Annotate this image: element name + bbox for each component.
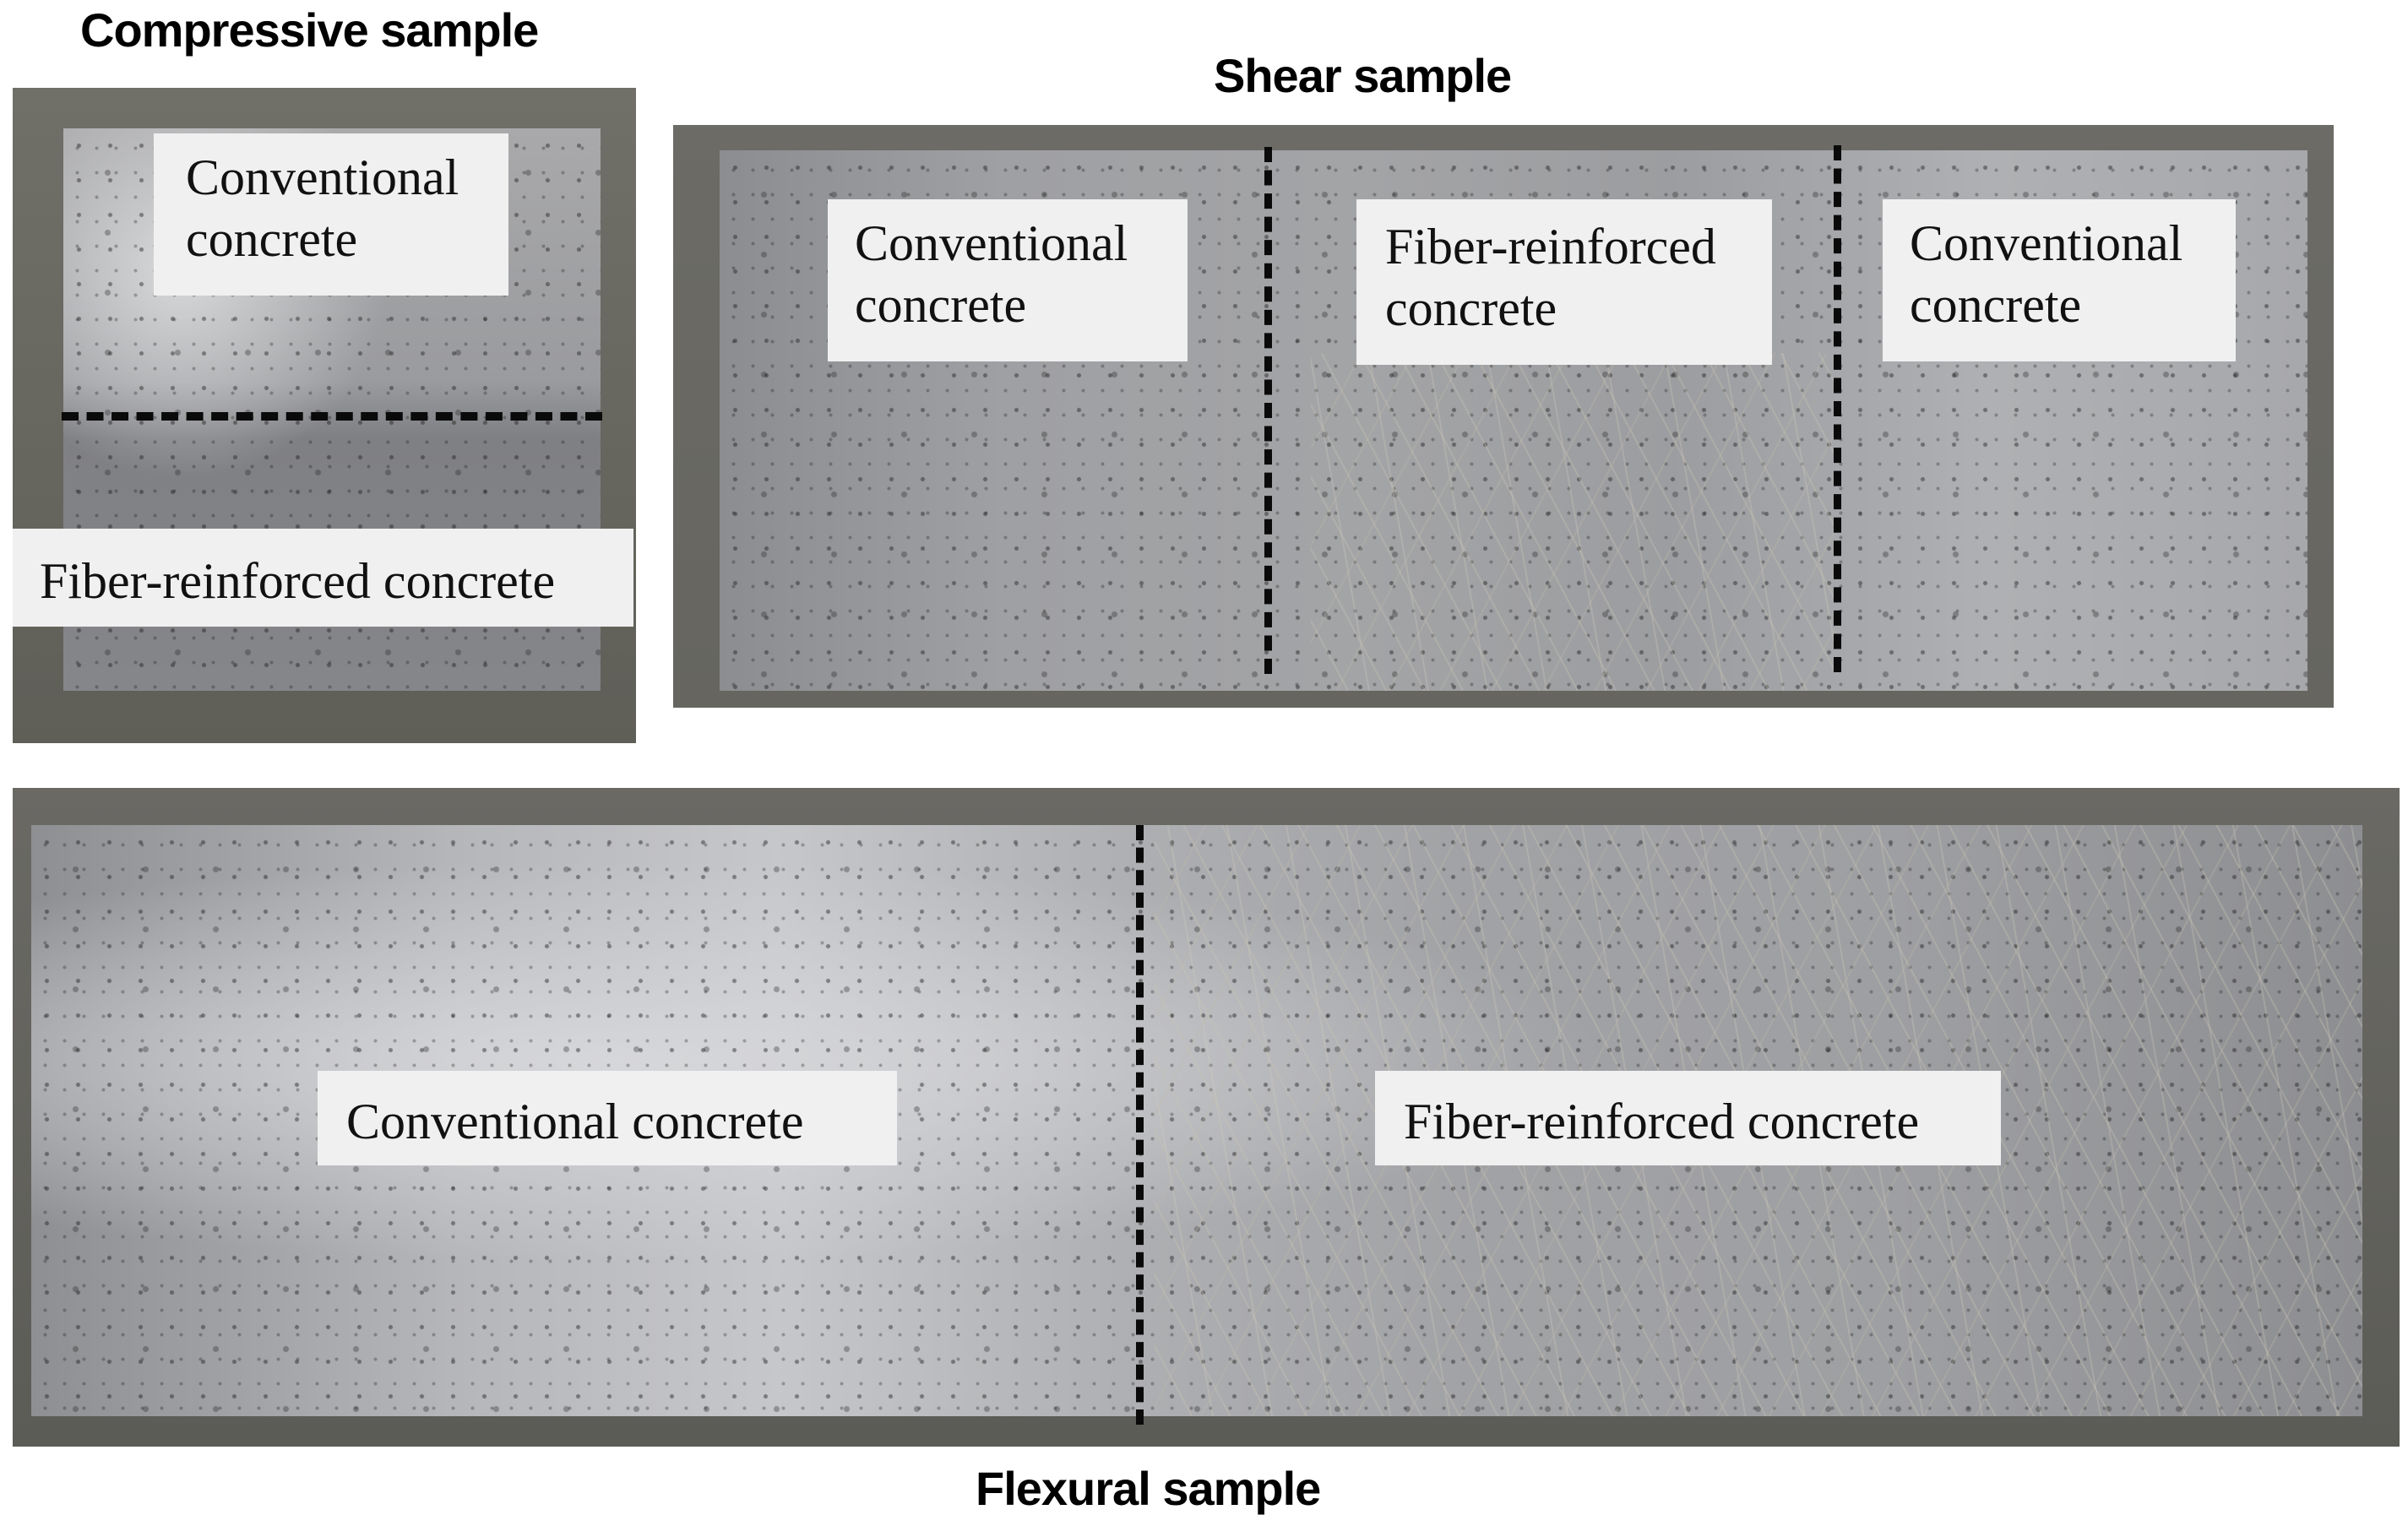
shear-sample-photo: Conventional concrete Fiber-reinforced c… [673, 125, 2334, 708]
flexural-fiber-label: Fiber-reinforced concrete [1375, 1071, 2001, 1165]
shear-conventional-left-label: Conventional concrete [828, 199, 1188, 361]
compressive-fiber-label: Fiber-reinforced concrete [13, 529, 633, 627]
shear-interface-line-left [1264, 147, 1272, 674]
compressive-conventional-label: Conventional concrete [154, 133, 508, 296]
compressive-interface-line [62, 412, 602, 421]
flexural-conventional-label: Conventional concrete [318, 1071, 897, 1165]
flexural-sample-title: Flexural sample [976, 1462, 1321, 1515]
compressive-sample-title: Compressive sample [80, 3, 539, 57]
flexural-interface-line [1136, 825, 1144, 1425]
shear-interface-line-right [1834, 145, 1841, 672]
compressive-sample-photo: Conventional concrete Fiber-reinforced c… [13, 88, 636, 743]
flexural-sample-photo: Conventional concrete Fiber-reinforced c… [13, 788, 2400, 1447]
fiber-texture [1311, 353, 1835, 691]
shear-sample-title: Shear sample [1214, 49, 1512, 102]
shear-conventional-right-label: Conventional concrete [1883, 199, 2236, 361]
shear-fiber-label: Fiber-reinforced concrete [1356, 199, 1772, 365]
